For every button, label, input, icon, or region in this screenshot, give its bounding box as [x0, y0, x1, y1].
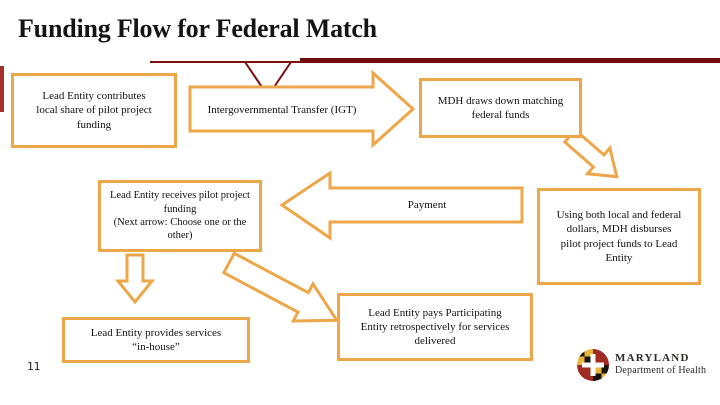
payment-left-arrow [279, 170, 524, 241]
left-accent-bar [0, 66, 4, 112]
box-lead-entity-inhouse: Lead Entity provides services “in-house” [62, 317, 250, 363]
mdh-logo: MARYLAND Department of Health [576, 348, 706, 382]
box-mdh-disburses: Using both local and federal dollars, MD… [537, 188, 701, 285]
title-underline-thick [300, 58, 720, 63]
slide-page-number: 11 [27, 360, 41, 373]
down-arrow [114, 253, 156, 305]
igt-right-arrow [188, 69, 416, 149]
maryland-seal-icon [577, 349, 609, 381]
logo-wordmark: MARYLAND [615, 352, 690, 365]
box-mdh-draws-down: MDH draws down matching federal funds [419, 78, 582, 138]
box-lead-entity-receives: Lead Entity receives pilot project fundi… [98, 180, 262, 252]
box-lead-entity-contributes: Lead Entity contributes local share of p… [11, 73, 177, 148]
box-lead-entity-pays: Lead Entity pays Participating Entity re… [337, 293, 533, 361]
big-southeast-arrow [221, 251, 340, 323]
igt-arrow-label: Intergovernmental Transfer (IGT) [207, 103, 357, 116]
logo-department-line: Department of Health [615, 365, 707, 377]
slide-title: Funding Flow for Federal Match [18, 14, 377, 43]
payment-arrow-label: Payment [407, 199, 447, 211]
mdh-southeast-arrow [562, 127, 619, 179]
